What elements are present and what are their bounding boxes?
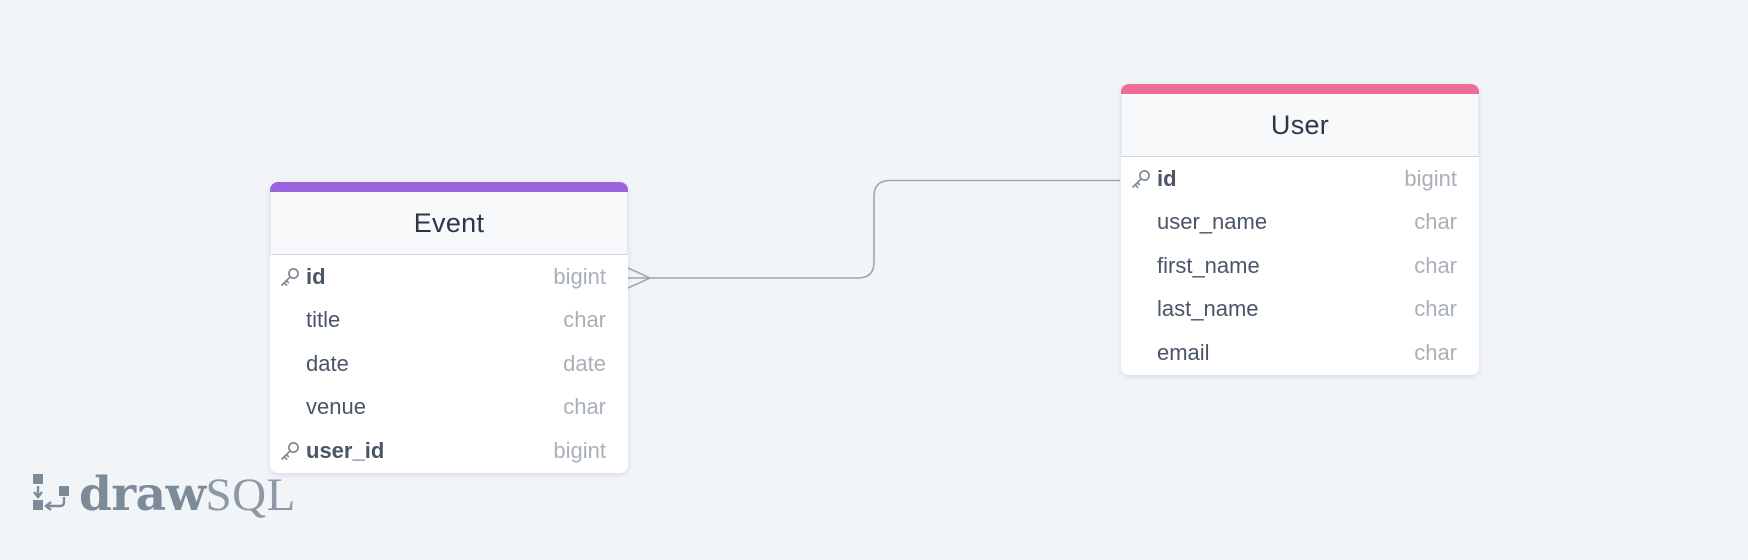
column-name: user_name: [1157, 209, 1268, 235]
key-slot: [1121, 331, 1157, 375]
key-icon: [279, 440, 301, 462]
key-slot: [270, 429, 306, 473]
table-name: Event: [413, 207, 485, 238]
column-type: char: [1414, 252, 1457, 278]
table-event[interactable]: Event id bigint title char date date venue char…: [270, 182, 628, 473]
column-type: bigint: [1404, 165, 1457, 191]
key-icon: [279, 266, 301, 288]
table-column-row[interactable]: title char: [270, 299, 628, 343]
column-type: char: [1414, 296, 1457, 322]
column-name: id: [306, 263, 326, 289]
table-column-row[interactable]: last_name char: [1121, 288, 1479, 332]
key-slot: [1121, 157, 1157, 201]
table-column-row[interactable]: email char: [1121, 331, 1479, 375]
column-name: user_id: [306, 437, 385, 463]
table-column-row[interactable]: id bigint: [270, 255, 628, 299]
column-type: date: [563, 350, 606, 376]
crows-foot-many-marker: [627, 267, 652, 289]
column-type: char: [1414, 209, 1457, 235]
column-name: id: [1157, 165, 1177, 191]
table-header[interactable]: User: [1121, 94, 1479, 157]
logo-text-draw: draw: [79, 466, 206, 522]
table-column-row[interactable]: date date: [270, 342, 628, 386]
table-column-row[interactable]: user_name char: [1121, 201, 1479, 245]
column-type: char: [563, 394, 606, 420]
key-slot: [270, 299, 306, 343]
key-slot: [270, 255, 306, 299]
table-column-row[interactable]: first_name char: [1121, 244, 1479, 288]
key-slot: [270, 342, 306, 386]
column-name: venue: [306, 394, 366, 420]
column-name: last_name: [1157, 296, 1259, 322]
table-name: User: [1270, 109, 1330, 140]
key-icon: [1130, 168, 1152, 190]
table-column-row[interactable]: venue char: [270, 386, 628, 430]
column-type: char: [1414, 339, 1457, 365]
table-accent-bar: [1121, 84, 1479, 94]
column-type: bigint: [553, 437, 606, 463]
key-slot: [1121, 201, 1157, 245]
table-accent-bar: [270, 182, 628, 192]
logo-text-sql: SQL: [205, 468, 296, 521]
column-name: email: [1157, 339, 1210, 365]
key-slot: [1121, 288, 1157, 332]
drawsql-logo-icon: [31, 470, 71, 519]
key-slot: [270, 386, 306, 430]
table-header[interactable]: Event: [270, 192, 628, 255]
relation-line[interactable]: [628, 179, 1120, 279]
table-columns: id bigint title char date date venue char user_i…: [270, 255, 628, 473]
table-column-row[interactable]: user_id bigint: [270, 429, 628, 473]
column-type: char: [563, 307, 606, 333]
column-name: date: [306, 350, 349, 376]
column-type: bigint: [553, 263, 606, 289]
column-name: title: [306, 307, 341, 333]
key-slot: [1121, 244, 1157, 288]
table-column-row[interactable]: id bigint: [1121, 157, 1479, 201]
column-name: first_name: [1157, 252, 1260, 278]
